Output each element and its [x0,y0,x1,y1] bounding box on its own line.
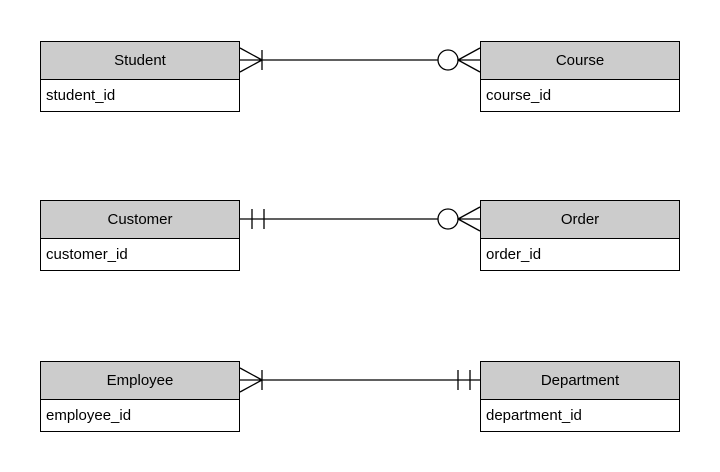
entity-header: Order [481,201,679,239]
entity-header: Employee [41,362,239,400]
entity-customer[interactable]: Customer customer_id [40,200,240,271]
entity-name: Order [560,211,600,228]
crow-foot-one-or-many-icon [239,47,263,73]
entity-employee[interactable]: Employee employee_id [40,361,240,432]
entity-name: Student [114,52,166,69]
entity-order[interactable]: Order order_id [480,200,680,271]
entity-name: Employee [106,372,174,389]
entity-field-row: student_id [41,80,239,111]
crow-foot-many-icon [457,206,481,232]
relationship-student-course[interactable] [239,47,481,73]
zero-circle-icon [437,49,459,71]
entity-field-row: customer_id [41,239,239,270]
entity-header: Student [41,42,239,80]
entity-field: student_id [46,87,116,104]
entity-field: order_id [486,246,542,263]
entity-field-row: order_id [481,239,679,270]
entity-header: Course [481,42,679,80]
exactly-one-double-bar-icon [457,370,471,390]
entity-field: course_id [486,87,552,104]
entity-field-row: course_id [481,80,679,111]
entity-field: employee_id [46,407,132,424]
entity-student[interactable]: Student student_id [40,41,240,112]
entity-name: Course [555,52,605,69]
entity-course[interactable]: Course course_id [480,41,680,112]
entity-field: department_id [486,407,582,424]
relationship-customer-order[interactable] [240,206,481,232]
entity-field-row: employee_id [41,400,239,431]
exactly-one-double-bar-icon [251,209,265,229]
entity-name: Department [540,372,620,389]
entity-header: Customer [41,201,239,239]
entity-department[interactable]: Department department_id [480,361,680,432]
crow-foot-many-icon [457,47,481,73]
zero-circle-icon [437,208,459,230]
entity-name: Customer [107,211,173,228]
relationship-employee-department[interactable] [239,367,480,393]
entity-header: Department [481,362,679,400]
entity-field: customer_id [46,246,128,263]
entity-field-row: department_id [481,400,679,431]
crow-foot-one-or-many-icon [239,367,263,393]
